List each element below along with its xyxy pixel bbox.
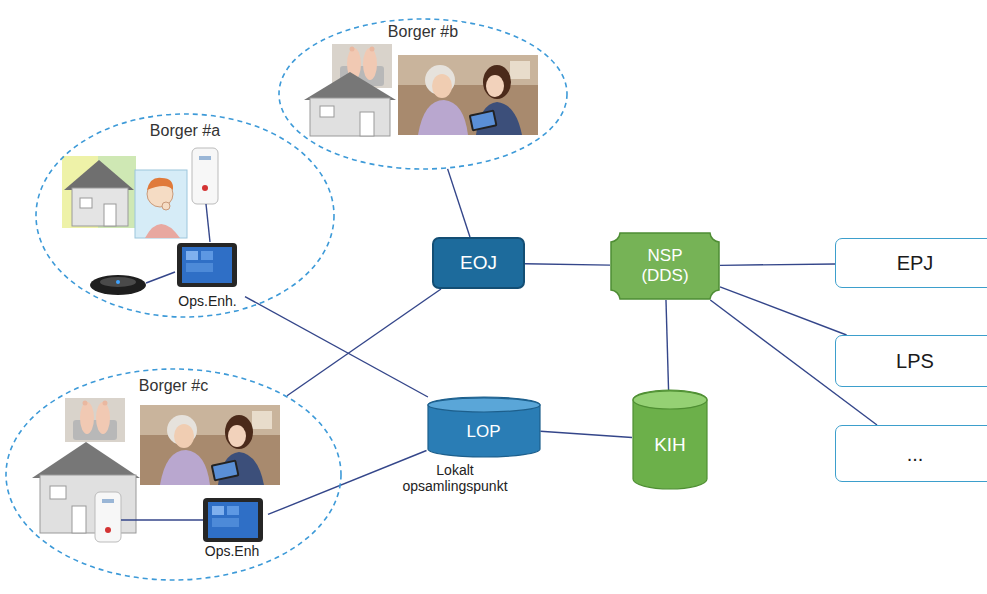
- hub-device: [95, 492, 121, 542]
- cylinder-body: [428, 397, 540, 457]
- person-picture: [135, 170, 187, 238]
- device-wire: [146, 272, 175, 283]
- person-picture: [135, 170, 187, 238]
- hub-device: [199, 156, 211, 160]
- people-photo: [398, 55, 538, 135]
- robot-disc: [116, 280, 120, 284]
- cylinder-body: [633, 390, 707, 489]
- connector-line: [245, 297, 428, 397]
- device-wire: [121, 519, 203, 520]
- system-box: EOJ: [432, 237, 525, 289]
- person-picture: [147, 178, 173, 190]
- box-label: ...: [907, 442, 924, 466]
- citizen-group: Borger #a Ops.Enh.: [35, 113, 335, 318]
- device-wire: [206, 204, 210, 242]
- house-picture: [72, 188, 128, 226]
- connector-line: [720, 287, 847, 335]
- group-outline: [36, 114, 334, 317]
- citizen-group: Borger #c Ops.Enh: [5, 368, 342, 581]
- box-label: EOJ: [460, 252, 497, 275]
- device-label: Ops.Enh: [203, 543, 261, 560]
- hub-device: [95, 492, 121, 542]
- system-box: LPS: [835, 335, 987, 387]
- box-label: EPJ: [897, 251, 934, 275]
- group-outline: [35, 113, 335, 318]
- connector-line: [666, 300, 669, 390]
- robot-disc: [90, 275, 146, 295]
- system-box: EPJ: [835, 238, 987, 288]
- house-picture: [72, 506, 86, 533]
- hub-device: [105, 527, 111, 533]
- hub-device: [102, 499, 114, 503]
- house-picture: [320, 106, 334, 117]
- box-label: KIH: [632, 390, 708, 490]
- connector-line: [287, 289, 441, 396]
- citizen-group: Borger #b: [278, 18, 568, 170]
- house-picture: [310, 98, 390, 136]
- group-heading: Borger #a: [146, 121, 224, 140]
- house-picture: [64, 160, 134, 190]
- house-picture: [104, 204, 116, 226]
- tablet-icon: [177, 243, 237, 287]
- database-cylinder: KIH: [632, 390, 708, 490]
- robot-disc: [90, 275, 146, 295]
- group-outline: [6, 369, 341, 580]
- house-picture: [32, 442, 140, 478]
- hub-device: [202, 185, 208, 191]
- system-box: ...: [835, 425, 987, 482]
- group-heading: Borger #b: [384, 22, 462, 41]
- person-picture: [162, 202, 170, 210]
- house-picture: [304, 72, 396, 100]
- house-picture: [80, 198, 92, 208]
- caption-label: Lokalt opsamlingspunkt: [390, 462, 520, 494]
- platform-shape: [611, 233, 719, 299]
- house-picture: [304, 72, 396, 136]
- connector-line: [541, 431, 633, 437]
- house-picture: [50, 486, 66, 499]
- service-platform: NSP (DDS): [610, 232, 720, 300]
- group-heading: Borger #c: [135, 376, 212, 395]
- hub-device: [192, 148, 218, 204]
- cylinder-top: [633, 391, 707, 409]
- device-label: Ops.Enh.: [176, 293, 238, 310]
- database-cylinder: LOPLokalt opsamlingspunkt: [427, 397, 541, 458]
- collection-unit: Ops.Enh: [196, 496, 268, 562]
- house-picture: [62, 156, 136, 228]
- connector-line: [720, 264, 835, 265]
- people-photo: [140, 405, 280, 485]
- cylinder-top: [428, 398, 540, 412]
- scale-photo: [65, 398, 125, 442]
- robot-disc: [100, 277, 136, 287]
- group-outline: [279, 19, 567, 169]
- hub-device: [192, 148, 218, 204]
- person-picture: [145, 224, 180, 238]
- tablet-icon: [203, 498, 263, 542]
- box-label: NSP (DDS): [636, 246, 694, 285]
- connector-line: [448, 169, 470, 237]
- collection-unit: Ops.Enh.: [170, 240, 245, 312]
- house-picture: [360, 112, 374, 136]
- group-outline: [5, 368, 342, 581]
- connector-line: [525, 264, 610, 265]
- box-label: LPS: [896, 349, 934, 373]
- box-label: LOP: [427, 397, 541, 458]
- house-picture: [40, 475, 136, 533]
